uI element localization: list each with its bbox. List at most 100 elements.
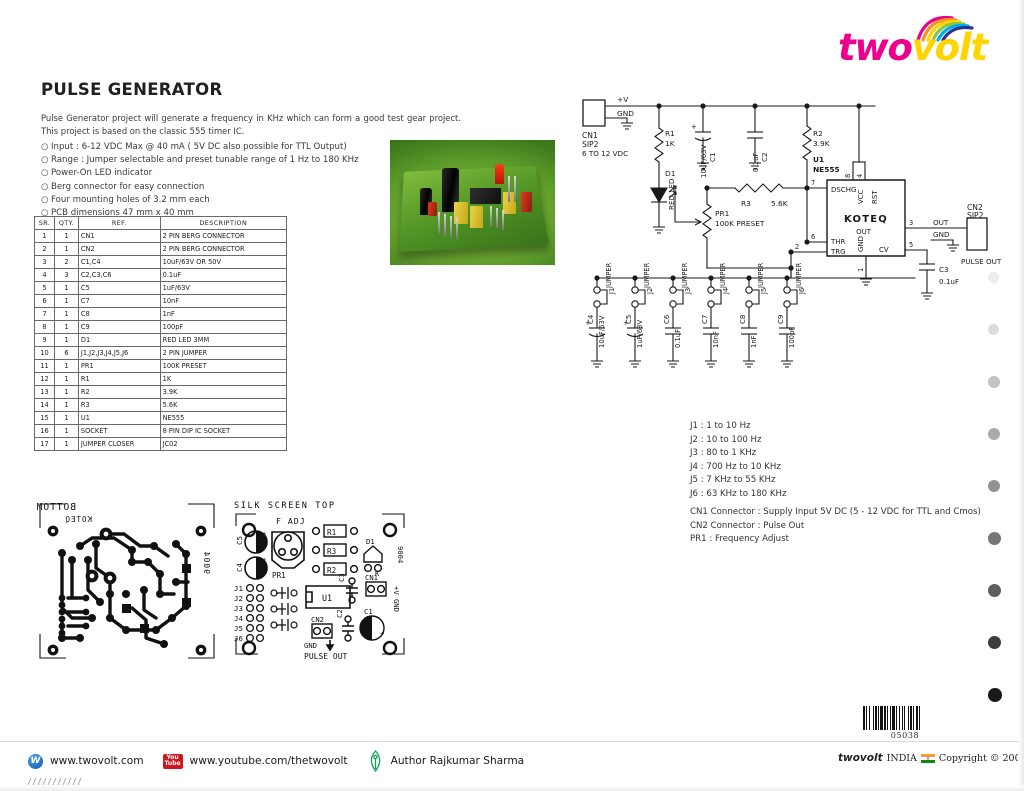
photo-capacitor [470,206,483,228]
cell-ref: PR1 [77,359,161,373]
twovolt-logo: twovolt [838,14,1008,68]
svg-text:+: + [691,123,697,131]
supply-plus-label: +V [617,95,628,104]
jumper-word-label: JUMPER [681,262,689,289]
jumper-word-label: JUMPER [795,262,803,289]
silk-jumper-label: J1 [234,584,243,593]
r1-ref: R1 [665,129,675,138]
pin-num-2: 2 [795,243,799,251]
cell-ref: C1,C4 [77,255,161,269]
bank-cap-ref: C4 [587,314,595,324]
svg-text:C1: C1 [364,607,373,616]
cell-ref: R3 [77,398,161,412]
cell-qty: 1 [53,398,79,412]
jumper-range-list: J1 : 1 to 10 Hz J2 : 10 to 100 Hz J3 : 8… [690,420,786,502]
footer-hatch-mark [28,778,82,785]
edge-dot [988,584,1002,598]
list-item: CN2 Connector : Pulse Out [690,520,805,531]
website-link[interactable]: www.twovolt.com [50,755,144,767]
cell-sr: 5 [34,281,55,295]
connector-info-list: CN1 Connector : Supply Input 5V DC (5 - … [690,506,981,547]
r3-value: 5.6K [771,199,788,208]
table-header-row: SR. QTY. REF. DESCRIPTION [34,216,288,230]
col-header-sr: SR. [34,216,55,230]
ic-pin-thr: THR [830,238,846,246]
cell-description: 10nF [159,294,288,308]
bullet-icon: ○ [41,194,49,205]
bank-cap-ref: C5 [625,315,633,324]
cell-sr: 14 [34,398,55,412]
youtube-link[interactable]: www.youtube.com/thetwovolt [189,755,348,767]
c3-value: 0.1uF [939,277,959,286]
cell-sr: 7 [34,307,55,321]
ic-pin-out: OUT [856,228,872,236]
jumper-word-label: JUMPER [605,262,613,289]
cell-description: 100pF [159,320,288,334]
svg-text:+: + [623,319,629,327]
cell-description: 1uF/63V [159,281,288,295]
svg-text:U1: U1 [322,593,332,603]
d1-value: RED LED [667,178,676,210]
bank-cap-ref: C8 [739,315,747,324]
pin-num-8: 8 [844,174,852,178]
bank-cap-value: 0.1uF [674,329,682,348]
cell-description: 1nF [159,307,288,321]
cell-description: JC02 [159,437,288,451]
bank-cap-ref: C9 [777,315,785,324]
c3-ref: C3 [939,265,949,274]
bullet-icon: ○ [41,181,49,192]
barcode-number: 05038 [890,731,920,740]
footer-divider [0,741,1024,742]
cell-ref: J1,J2,J3,J4,J5,J6 [77,346,161,360]
ic-pin-dschg: DSCHG [831,186,856,194]
cell-qty: 6 [53,346,79,360]
ic-pin-trg: TRG [830,248,846,256]
list-item: CN1 Connector : Supply Input 5V DC (5 - … [690,507,981,517]
list-item: PR1 : Frequency Adjust [690,534,789,545]
svg-text:PULSE OUT: PULSE OUT [304,652,348,661]
barcode [862,706,948,730]
list-item: J5 : 7 KHz to 55 KHz [690,475,776,486]
cell-qty: 1 [53,307,79,321]
cell-sr: 13 [34,385,55,399]
svg-text:C5: C5 [235,536,244,545]
list-item: J4 : 700 Hz to 10 KHz [690,461,781,472]
photo-led [495,164,504,184]
jumper-ref: J3 [684,288,692,295]
list-item: J6 : 63 KHz to 180 KHz [690,488,787,499]
bank-cap-value: 10uF/63V [598,315,606,348]
pin-num-4: 4 [856,174,864,178]
cell-sr: 16 [34,424,55,438]
svg-text:+: + [262,556,266,564]
cell-sr: 8 [34,320,55,334]
pcb-brand-mirrored: KOTEQ [64,515,92,524]
cell-sr: 15 [34,411,55,425]
cn2-note: PULSE OUT [961,257,1002,266]
bank-cap-ref: C7 [701,315,709,324]
r2-value: 3.9K [813,139,830,148]
cell-ref: R1 [77,372,161,386]
ic-pin-vcc: VCC [857,189,865,204]
india-flag-icon [920,753,935,763]
cell-ref: JUMPER CLOSER [77,437,161,451]
svg-text:R1: R1 [327,528,337,537]
cell-sr: 1 [34,229,55,243]
silk-jumper-label: J2 [234,594,243,603]
pin-num-5: 5 [909,241,913,249]
u1-value: NE555 [813,165,840,174]
edge-dot [988,324,1000,336]
cell-description: RED LED 3MM [159,333,288,347]
svg-text:9004: 9004 [396,546,405,563]
svg-text:+V GND: +V GND [392,586,401,612]
bank-cap-value: 1uF/63V [636,320,644,348]
cell-ref: SOCKET [77,424,161,438]
svg-text:PR1: PR1 [272,571,286,580]
pcb-bottom-title-mirrored: BOTTOM [36,502,76,513]
silk-jumper-label: J5 [234,624,243,633]
